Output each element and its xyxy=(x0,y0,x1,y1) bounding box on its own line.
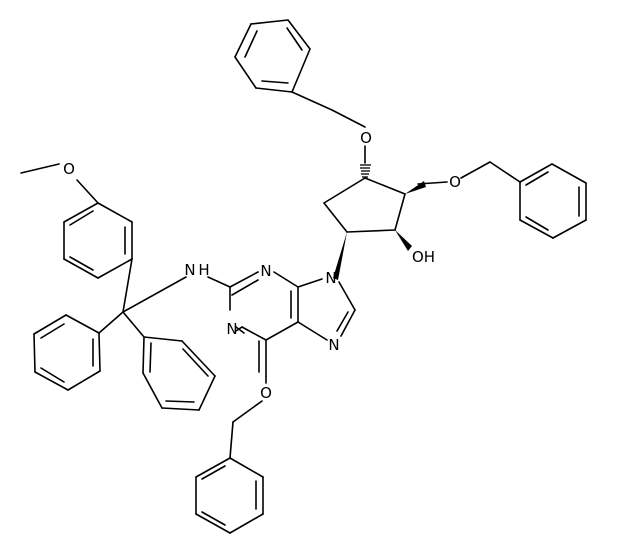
atom-label-purine-n7: N xyxy=(328,336,339,354)
cyclopentane-ring xyxy=(323,177,406,233)
trityl-phenyl-left xyxy=(33,311,124,391)
atom-label-benzyloxy-o-6: O xyxy=(260,384,272,402)
methoxyphenyl-ring xyxy=(63,202,133,279)
trityl-phenyl-right xyxy=(122,311,216,411)
atom-label-methoxy-o: O xyxy=(63,160,75,178)
atom-label-amine-h: H xyxy=(198,261,209,279)
purine-pyrimidine-ring xyxy=(229,271,299,341)
atom-label-purine-n9: N xyxy=(325,269,336,287)
benzyl-phenyl-right xyxy=(519,163,587,239)
atom-label-amine-n: N xyxy=(184,261,195,279)
atom-label-layer: O N H N N N N O O O OH xyxy=(63,129,461,402)
bond-layer xyxy=(20,19,587,534)
stereo-bonds xyxy=(333,164,426,280)
benzyl-phenyl-top xyxy=(234,19,311,93)
atom-label-purine-n1: N xyxy=(226,320,237,338)
atom-label-hydroxyl: OH xyxy=(412,248,435,266)
purine-imidazole-ring xyxy=(297,278,356,341)
benzyl-phenyl-bottom xyxy=(195,457,264,534)
atom-label-purine-n3: N xyxy=(260,262,271,280)
hashed-bond xyxy=(360,164,371,178)
atom-label-benzyloxy-o-ring: O xyxy=(360,129,372,147)
atom-label-benzyloxymethyl-o: O xyxy=(449,173,461,191)
